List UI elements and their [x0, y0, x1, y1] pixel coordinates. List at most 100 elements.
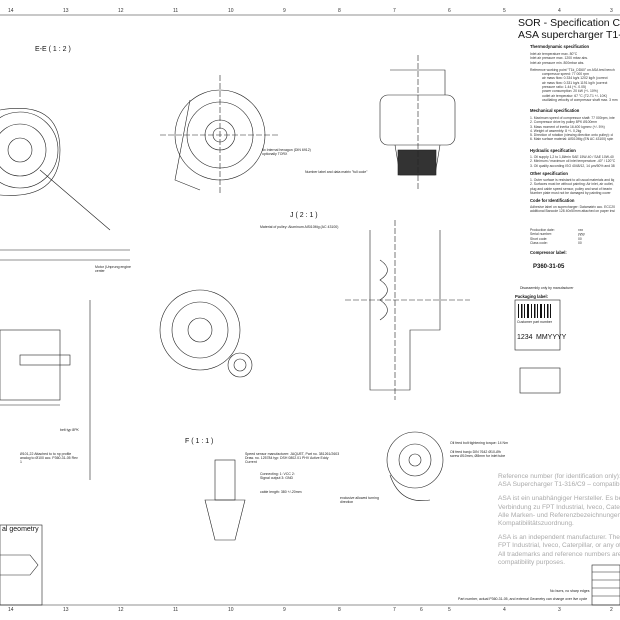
- mech-line: 5. Direction of rotation (viewing direct…: [530, 133, 614, 138]
- spec-title-line1: SOR - Specification C9 basi: [518, 17, 620, 29]
- annotation-material: Material of pulley: Aluminum AlSi10Mg (A…: [260, 225, 339, 229]
- disclaimer-en: ASA is an independent manufacturer. Ther…: [498, 534, 620, 542]
- annotation-motor: Motor (Unprung engine center: [95, 265, 131, 274]
- code-line: Adhesive label on supercharger: Datamatr…: [530, 205, 615, 209]
- geometry-box: [0, 524, 43, 606]
- disclaimer-en: compatibility purposes.: [498, 558, 566, 566]
- thermo-line: Inlet air pressure min. 800mbar abs.: [530, 60, 585, 65]
- disclaimer-de: Alle Marken- und Referenzbezeichnungen d…: [498, 511, 620, 519]
- j-detail-view: [345, 220, 470, 400]
- thermo-line: air mass flow: 0.334 kg/s 1202 kg/h (cor…: [542, 76, 608, 81]
- disclaimer: Reference number (for identification onl…: [498, 473, 620, 567]
- ruler-num: 14: [8, 8, 14, 14]
- prod-label: Production date:: [530, 228, 555, 232]
- annotation-no-burrs: No burrs, no sharp edges: [550, 589, 590, 593]
- ruler-num: 9: [283, 607, 286, 613]
- mech-line: 2. Compressor drive by pulley 8PK Ø100mm: [530, 120, 598, 125]
- ruler-num: 9: [283, 8, 286, 14]
- packaging-customer: Customer part number: [517, 320, 553, 324]
- ruler-num: 3: [610, 8, 613, 14]
- front-view: [160, 75, 280, 195]
- annotation-number-label: Number label and data matrix "full code": [305, 170, 368, 174]
- title-block: [591, 564, 620, 606]
- ruler-num: 14: [8, 607, 14, 613]
- other-line: Number plate must not be damaged by pain…: [530, 190, 611, 195]
- hydraulic-line: 2. Minimum / maximum oil inlet temperatu…: [530, 159, 616, 164]
- ruler-num: 2: [610, 607, 613, 613]
- ruler-num: 4: [503, 607, 506, 613]
- other-heading: Other specification: [530, 171, 568, 176]
- annotation-cable: cable length: 380 +/-20mm: [260, 490, 302, 494]
- prod-label: Serial number:: [530, 232, 553, 237]
- hydraulic-line: 1. Oil supply 1,2 to 1,8l/min SAE 15W-40…: [530, 155, 614, 159]
- disclaimer-en: FPT Industrial, Iveco, Caterpillar, or a…: [498, 542, 620, 550]
- ruler-num: 10: [228, 8, 234, 14]
- annotation-part-note: Part number, actual P360-31-05, and exte…: [458, 597, 588, 601]
- ruler-num: 3: [558, 607, 561, 613]
- prod-value: xxx: [578, 228, 584, 232]
- thermo-section: Thermodynamic specification Inlet air te…: [530, 44, 618, 102]
- prod-value: 00: [578, 240, 582, 245]
- mech-line: 1. Maximum speed of compressor shaft: 77…: [530, 116, 615, 120]
- thermo-line: oscillating velocity of compressor shaft…: [542, 97, 618, 102]
- packaging-number: 1234: [517, 334, 533, 341]
- ruler-num: 13: [63, 607, 69, 613]
- compressor-label-part: P360-31-05: [533, 264, 565, 270]
- side-view: [379, 55, 456, 190]
- annotation-connecting: Connecting: 1: VCC 2: Signal output 3: G…: [260, 472, 295, 481]
- other-line: 1. Outer surface is resistant to all usu…: [530, 178, 615, 182]
- production-table: Production date:xxx Serial number:yyyy S…: [530, 228, 585, 245]
- ruler-num: 6: [420, 607, 423, 613]
- thermo-line: compressor speed: 77 000 rpm: [542, 72, 589, 77]
- view-title-ee: E-E ( 1 : 2 ): [35, 46, 71, 53]
- mech-section: Mechanical specification 1. Maximum spee…: [530, 108, 615, 142]
- mech-line: 4. Weight of assembly: 8 +/- 0,2kg: [530, 128, 582, 133]
- ruler-num: 5: [503, 8, 506, 14]
- other-line: 2. Surfaces must be without painting: Ai…: [530, 182, 614, 187]
- hydraulic-section: Hydraulic specification 1. Oil supply 1,…: [530, 148, 615, 168]
- compressor-label-heading: Compressor label:: [530, 250, 567, 255]
- mech-line: 6. Main surface material: AlSi10Mg (EN A…: [530, 137, 614, 142]
- ruler-num: 10: [228, 607, 234, 613]
- spec-title-line2: ASA supercharger T1-316, e: [518, 29, 620, 41]
- disclaimer-en: All trademarks and reference numbers are…: [498, 550, 620, 558]
- ruler-num: 7: [393, 8, 396, 14]
- thermo-line: pressure ratio: 1.44 (+/- 0.05): [542, 85, 587, 90]
- thermo-line: Inlet air pressure max. 1200 mbar abs.: [530, 56, 589, 61]
- mech-line: 3. Mass moment of inertia 16.400 kgmm² (…: [530, 124, 605, 129]
- thermo-line: Reference working point "T1k_DD60" on AS…: [530, 67, 615, 72]
- annotation-oil-feed-banjo: Oil feed banjo DIN 7642 Ø10-Øh screw Ø10…: [450, 450, 506, 459]
- disclaimer-de: ASA ist ein unabhängiger Hersteller. Es …: [498, 495, 620, 503]
- barcode: [518, 304, 551, 318]
- annotation-pulley: Ø101,22 Attached to to np profile analog…: [20, 452, 78, 465]
- view-title-f: F ( 1 : 1 ): [185, 438, 214, 445]
- compressor-label-box: [519, 367, 561, 394]
- ruler-num: 5: [448, 607, 451, 613]
- hydraulic-line: 3. Oil quality according ISO 4048/12, 14…: [530, 163, 615, 168]
- ruler-num: 4: [558, 8, 561, 14]
- disclaimer-de: Verbindung zu FPT Industrial, Iveco, Cat…: [498, 503, 620, 511]
- annotation-oil-feed: Oil feed bolt tightening torque: 14 Nm: [450, 441, 508, 445]
- thermo-heading: Thermodynamic specification: [530, 44, 590, 49]
- ruler-num: 8: [338, 8, 341, 14]
- packaging-label-heading: Packaging label:: [515, 294, 549, 299]
- prod-value: 00: [578, 236, 582, 241]
- annotation-hexagon: 8x Internal hexagon (DIN 6912) optionall…: [262, 148, 311, 157]
- disclaimer-de: Kompatibilitätszuordnung.: [498, 520, 574, 528]
- ee-section-view: [0, 108, 130, 261]
- annotation-rotation: exclusive allowed turning direction: [340, 496, 379, 505]
- prod-value: yyyy: [578, 232, 585, 237]
- bottom-left-view: [0, 300, 91, 480]
- other-line: plug and cable speed sensor, pulley and …: [530, 186, 612, 191]
- compressor-label-footer: Disassembly only by manufacturer: [520, 286, 574, 290]
- thermo-line: air mass flow: 0.331 kg/s 1191 kg/h (cor…: [542, 80, 608, 85]
- hydraulic-heading: Hydraulic specification: [530, 148, 576, 153]
- packaging-date: MMYYYY: [536, 334, 567, 341]
- disclaimer-ref: ASA Supercharger T1-316/C9 – compatible …: [498, 481, 620, 489]
- other-section: Other specification 1. Outer surface is …: [530, 171, 614, 195]
- ruler-num: 11: [173, 607, 179, 613]
- thermo-line: Inlet air temperature max. 80°C: [530, 52, 578, 56]
- oil-feed-view: [386, 431, 444, 502]
- ruler-num: 6: [448, 8, 451, 14]
- ruler-num: 12: [118, 607, 124, 613]
